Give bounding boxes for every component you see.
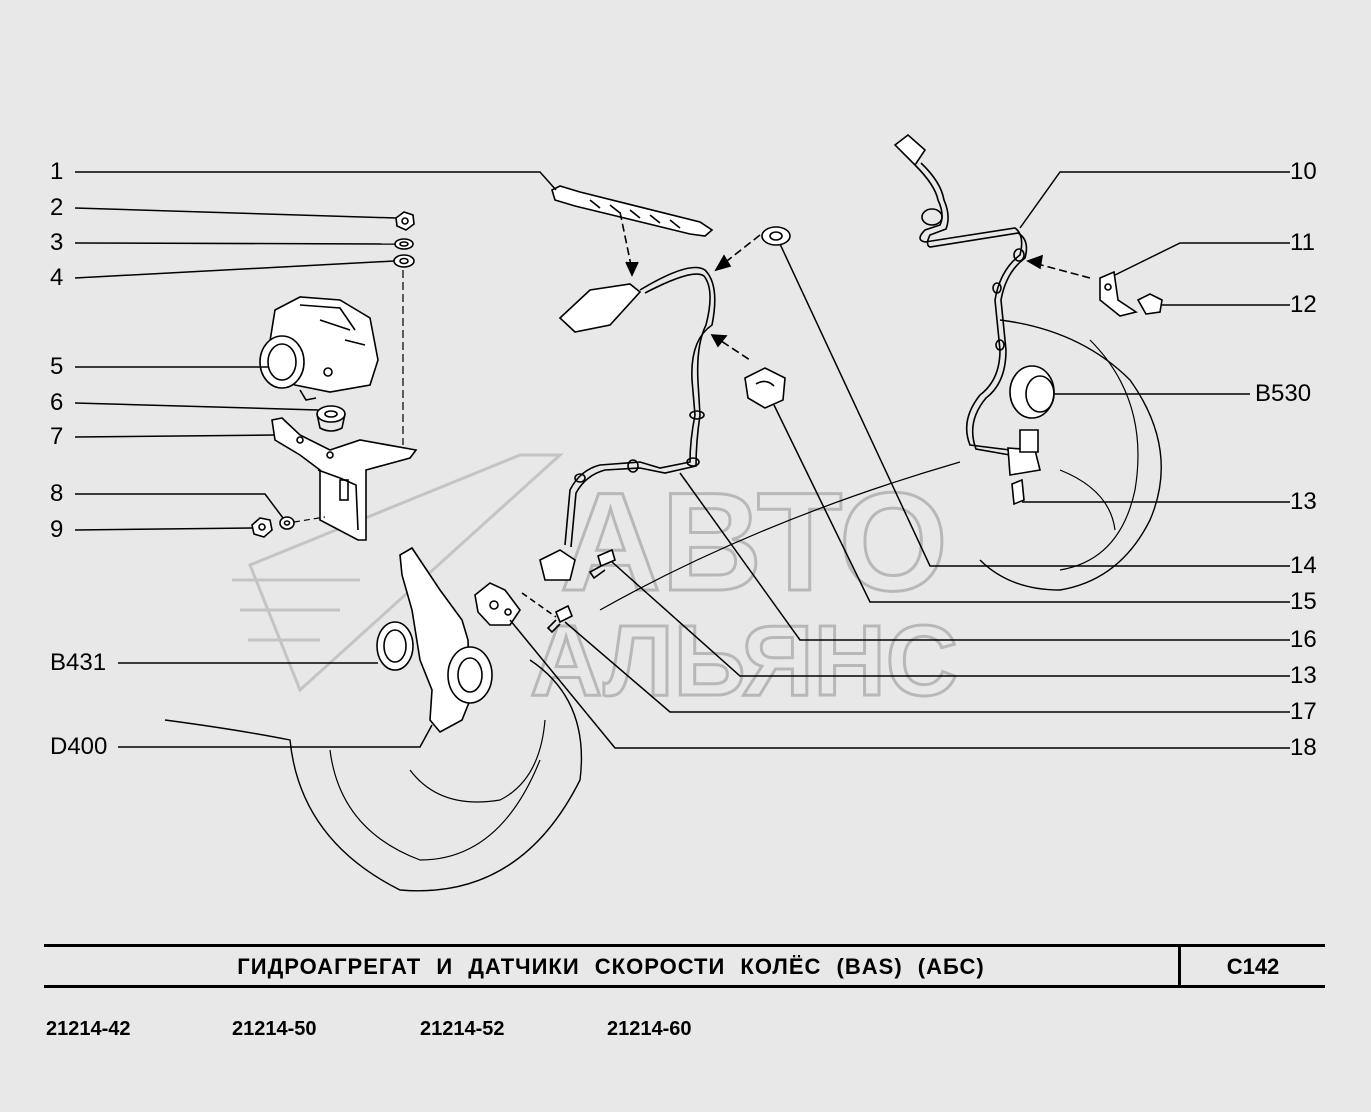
model-number: 21214-52 xyxy=(420,1018,505,1040)
bolt-13-front xyxy=(588,548,616,580)
model-number: 21214-42 xyxy=(46,1018,131,1040)
tone-ring-b530 xyxy=(1009,365,1055,419)
callout-9: 9 xyxy=(50,516,64,543)
nut-2 xyxy=(395,211,415,231)
bracket-7 xyxy=(271,417,418,541)
callout-3: 3 xyxy=(50,229,64,256)
callout-8: 8 xyxy=(50,480,64,507)
watermark-line2: АЛЬЯНС xyxy=(530,605,958,717)
callout-b431: B431 xyxy=(50,649,107,676)
title-divider xyxy=(1178,947,1181,985)
callout-15: 15 xyxy=(1290,588,1317,615)
callout-18: 18 xyxy=(1290,734,1317,761)
page-title: ГИДРОАГРЕГАТ И ДАТЧИКИ СКОРОСТИ КОЛЁС (B… xyxy=(237,954,985,979)
clip-15 xyxy=(744,367,786,409)
bolt-13-rear xyxy=(1011,478,1025,506)
grommet-14 xyxy=(761,226,791,246)
callout-11: 11 xyxy=(1290,229,1315,256)
nut-9 xyxy=(251,517,273,538)
bolt-17 xyxy=(546,604,574,634)
title-bar: ГИДРОАГРЕГАТ И ДАТЧИКИ СКОРОСТИ КОЛЁС (B… xyxy=(44,944,1325,988)
model-number: 21214-60 xyxy=(607,1018,692,1040)
callout-16: 16 xyxy=(1290,626,1317,653)
bushing-6 xyxy=(316,405,346,432)
callout-14: 14 xyxy=(1290,552,1317,579)
model-number: 21214-50 xyxy=(232,1018,317,1040)
parts-diagram: АВТО АЛЬЯНС xyxy=(74,133,1290,892)
watermark: АВТО АЛЬЯНС xyxy=(232,453,959,719)
washer-8 xyxy=(279,516,295,530)
callout-6: 6 xyxy=(50,389,64,416)
callout-13-front: 13 xyxy=(1290,662,1317,689)
bracket-11 xyxy=(1099,270,1138,317)
callout-10: 10 xyxy=(1290,158,1317,185)
callout-7: 7 xyxy=(50,423,64,450)
rear-sensor-harness xyxy=(893,133,1041,476)
watermark-line1: АВТО xyxy=(560,463,948,620)
callout-d400: D400 xyxy=(50,733,108,760)
page-code: C142 xyxy=(1226,954,1280,979)
leader-lines xyxy=(74,171,1290,749)
callout-b530: B530 xyxy=(1255,380,1312,407)
washer-3 xyxy=(394,238,414,250)
front-wheel-outline xyxy=(164,659,583,892)
rear-wheel-outline xyxy=(979,319,1162,591)
callout-5: 5 xyxy=(50,353,64,380)
cable-tie-1 xyxy=(551,185,714,237)
steering-knuckle-d400 xyxy=(399,546,493,734)
washer-4 xyxy=(393,254,415,268)
callout-1: 1 xyxy=(50,158,64,185)
callout-12: 12 xyxy=(1290,291,1317,318)
callout-4: 4 xyxy=(50,264,64,291)
abs-hydraulic-unit xyxy=(259,296,379,401)
callout-13-rear: 13 xyxy=(1290,488,1317,515)
callout-2: 2 xyxy=(50,194,64,221)
front-sensor-harness xyxy=(539,266,716,581)
sensor-bracket-18 xyxy=(474,582,521,626)
bolt-12 xyxy=(1136,293,1163,315)
callout-17: 17 xyxy=(1290,698,1317,725)
tone-ring-b431 xyxy=(376,621,414,671)
